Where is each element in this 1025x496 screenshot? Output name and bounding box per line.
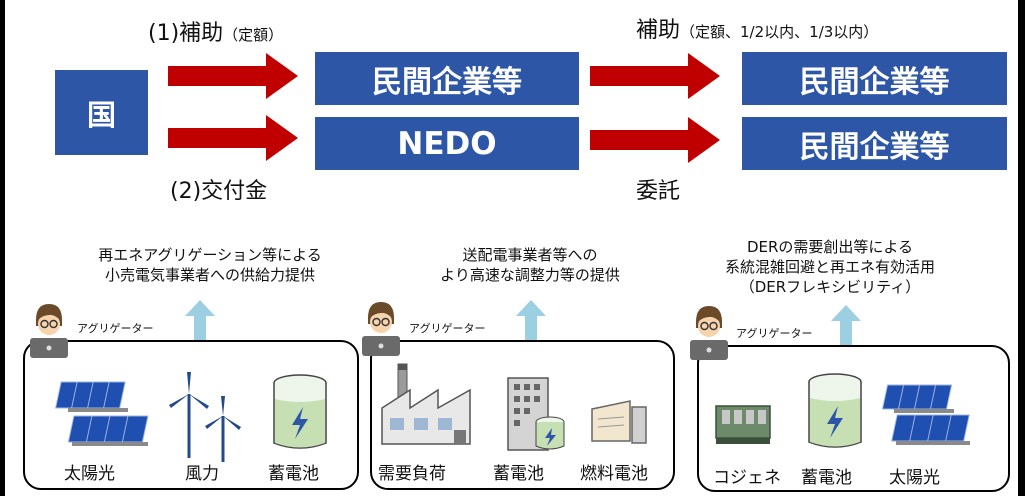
panel3-caption-line: 系統混雑回避と再エネ有効活用 [724, 258, 935, 276]
panel1-caption-line: 小売電気事業者への供給力提供 [104, 266, 315, 284]
frame-left-border [0, 0, 5, 496]
panel3-caption-line: DERの需要創出等による [746, 238, 913, 256]
consign-label: 委託 [636, 179, 681, 204]
device-label-solar: 太陽光 [889, 468, 940, 488]
battery-icon [808, 373, 862, 448]
panel2-caption-line: 送配電事業者等への [462, 246, 598, 264]
up-arrow-icon [185, 300, 215, 342]
panel1-caption: 再エネアグリゲーション等による 小売電気事業者への供給力提供 [70, 245, 350, 285]
private-company-label-1: 民間企業等 [372, 64, 522, 100]
arrow-icon [590, 53, 720, 99]
aggregator-label: アグリゲーター [736, 327, 813, 340]
subsidy-right-label: 補助（定額、1/2以内、1/3以内） [636, 12, 878, 44]
aggregator-label: アグリゲーター [409, 322, 486, 335]
subsidy1-note: （定額） [223, 26, 284, 44]
person-laptop-icon [30, 304, 68, 358]
subsidy1-label: (1)補助（定額） [148, 15, 283, 47]
arrow-icon [590, 117, 720, 163]
device-label-wind: 風力 [185, 464, 219, 484]
device-label-demand-load: 需要負荷 [378, 464, 446, 484]
private-company-label-3: 民間企業等 [799, 129, 950, 165]
fuel-cell-icon [591, 400, 647, 444]
cogeneration-icon [715, 405, 771, 444]
device-label-battery: 蓄電池 [801, 468, 852, 488]
subsidy-right-note: （定額、1/2以内、1/3以内） [680, 23, 879, 41]
person-laptop-icon [690, 306, 728, 360]
factory-icon [381, 363, 471, 445]
nedo-label: NEDO [397, 125, 497, 162]
device-label-solar: 太陽光 [64, 464, 115, 484]
solar-panel-icon [55, 381, 149, 446]
building-icon [507, 377, 565, 451]
private-company-box-3: 民間企業等 [742, 117, 1007, 170]
panel3-caption: DERの需要創出等による 系統混雑回避と再エネ有効活用 （DERフレキシビリティ… [680, 237, 980, 297]
panel2-caption: 送配電事業者等への より高速な調整力等の提供 [400, 245, 660, 285]
device-label-battery: 蓄電池 [268, 464, 319, 484]
country-label: 国 [86, 97, 116, 132]
panel3-caption-line: （DERフレキシビリティ） [739, 278, 921, 296]
private-company-label-2: 民間企業等 [799, 64, 950, 100]
device-label-battery: 蓄電池 [493, 464, 544, 484]
subsidy-right-main: 補助 [636, 18, 681, 43]
solar-panel-icon [881, 384, 970, 445]
nedo-box: NEDO [315, 117, 579, 170]
country-box: 国 [55, 70, 148, 155]
device-label-cogeneration: コジェネ [713, 468, 781, 488]
grant2-label: (2)交付金 [170, 179, 268, 204]
up-arrow-icon [831, 305, 861, 347]
panel1-caption-line: 再エネアグリゲーション等による [98, 246, 322, 264]
private-company-box-2: 民間企業等 [742, 52, 1007, 105]
arrow-icon [168, 53, 298, 99]
battery-icon [273, 374, 327, 449]
frame-right-border [1018, 0, 1025, 496]
subsidy1-main: (1)補助 [148, 21, 224, 46]
person-laptop-icon [362, 302, 400, 356]
private-company-box-1: 民間企業等 [315, 52, 579, 105]
up-arrow-icon [516, 300, 546, 342]
arrow-icon [168, 115, 298, 161]
panel2-caption-line: より高速な調整力等の提供 [440, 266, 620, 284]
wind-turbine-icon [169, 372, 241, 462]
device-label-fuel-cell: 燃料電池 [580, 464, 648, 484]
aggregator-label: アグリゲーター [77, 322, 154, 335]
